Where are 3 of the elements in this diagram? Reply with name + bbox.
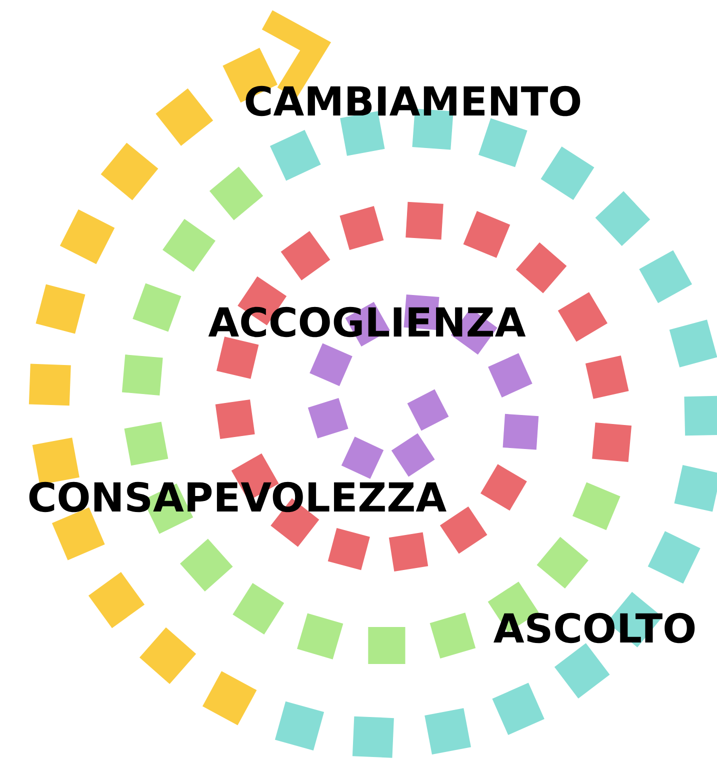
spiral-word: ASCOLTO	[494, 612, 695, 644]
spiral-word: ACCOGLIENZA	[208, 306, 526, 338]
spiral-word: CAMBIAMENTO	[246, 86, 580, 116]
